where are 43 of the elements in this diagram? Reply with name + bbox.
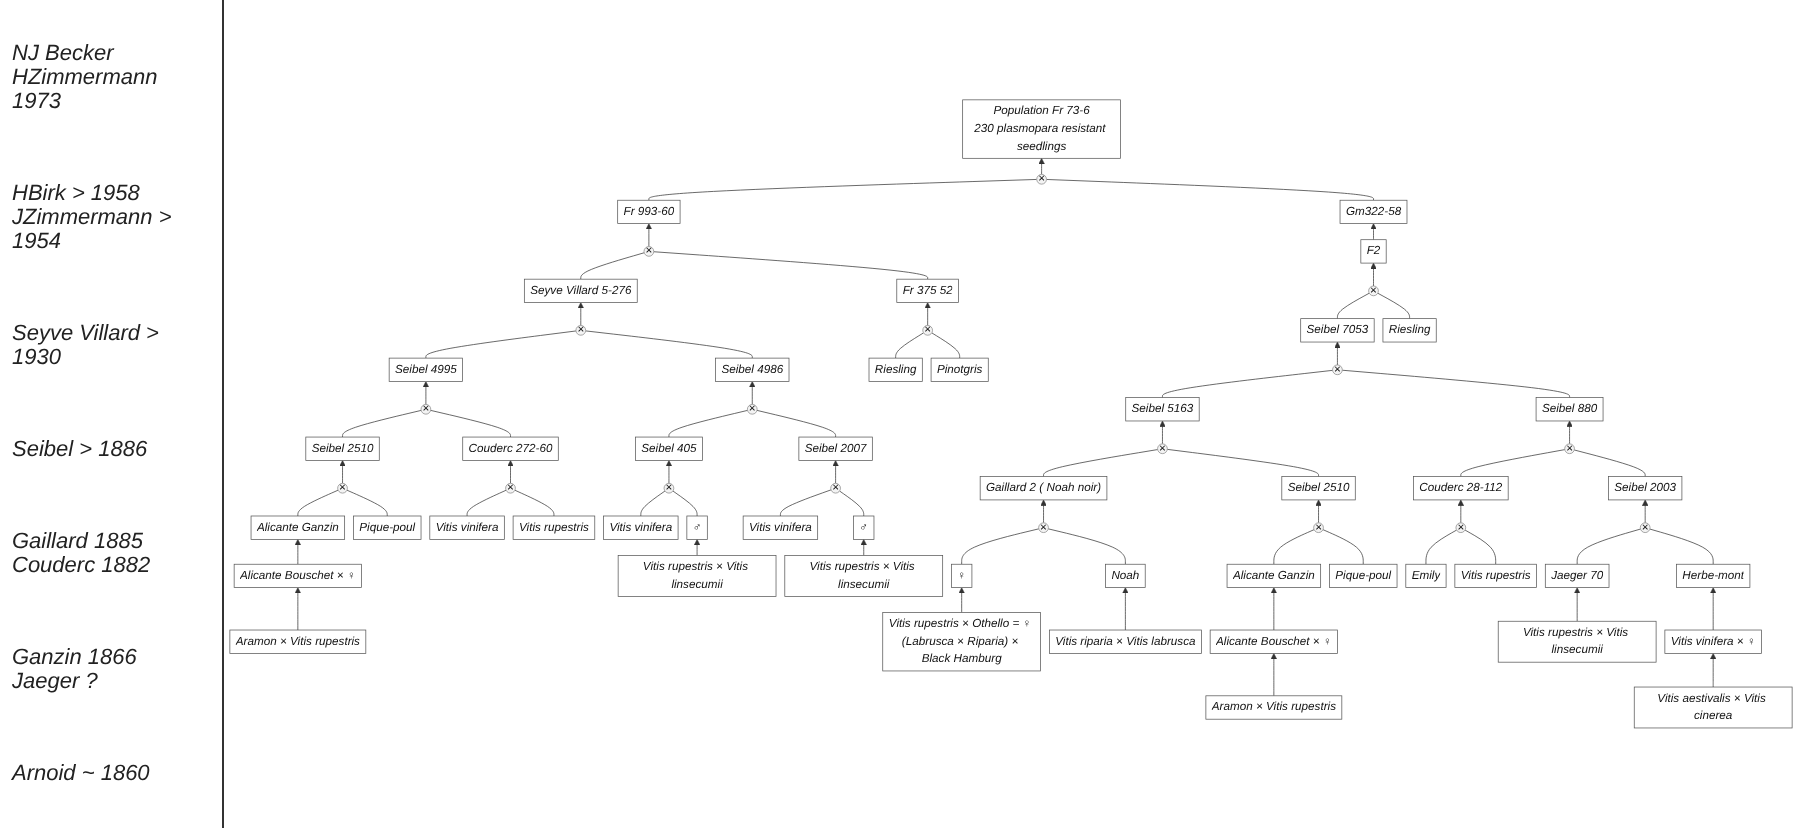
connector	[653, 251, 929, 280]
connector	[1464, 529, 1497, 565]
connector	[1341, 369, 1570, 399]
connector	[668, 410, 748, 438]
connector	[1576, 528, 1641, 565]
connector	[1337, 292, 1370, 320]
connector	[1162, 370, 1333, 399]
connector	[839, 490, 865, 517]
connector	[1377, 292, 1410, 320]
connector	[342, 410, 422, 438]
connector	[1649, 528, 1714, 565]
connector	[672, 490, 698, 517]
connector	[756, 410, 836, 438]
breeder-year-label: HBirk > 1958 JZimmermann > 1954	[12, 182, 174, 254]
connector	[1166, 449, 1319, 477]
connector	[961, 528, 1040, 565]
connector	[648, 179, 1038, 201]
connector	[1047, 528, 1126, 565]
breeder-year-label: Arnoid ~ 1860	[12, 762, 152, 786]
breeder-year-label: Gaillard 1885 Couderc 1882	[12, 530, 153, 578]
connector	[430, 410, 511, 438]
connector	[640, 490, 666, 517]
connector	[1043, 449, 1158, 477]
breeder-year-label: Ganzin 1866 Jaeger ?	[12, 646, 139, 694]
connector	[1460, 449, 1566, 477]
connector	[1322, 529, 1364, 565]
connector	[580, 252, 645, 280]
connector	[585, 330, 753, 359]
connector	[297, 489, 339, 517]
connector	[466, 489, 507, 517]
breeder-year-label: Seibel > 1886	[12, 438, 150, 462]
breeder-year-label: Seyve Villard > 1930	[12, 322, 161, 370]
connector	[425, 330, 577, 359]
connector	[780, 489, 832, 517]
connector	[1046, 179, 1374, 201]
connector	[1425, 529, 1457, 565]
connector	[931, 332, 961, 359]
connector	[895, 332, 924, 359]
connector	[1573, 449, 1646, 477]
connector	[514, 489, 555, 517]
connector	[346, 489, 388, 517]
connector	[1273, 529, 1315, 565]
breeder-year-label: NJ Becker HZimmermann 1973	[12, 42, 160, 114]
